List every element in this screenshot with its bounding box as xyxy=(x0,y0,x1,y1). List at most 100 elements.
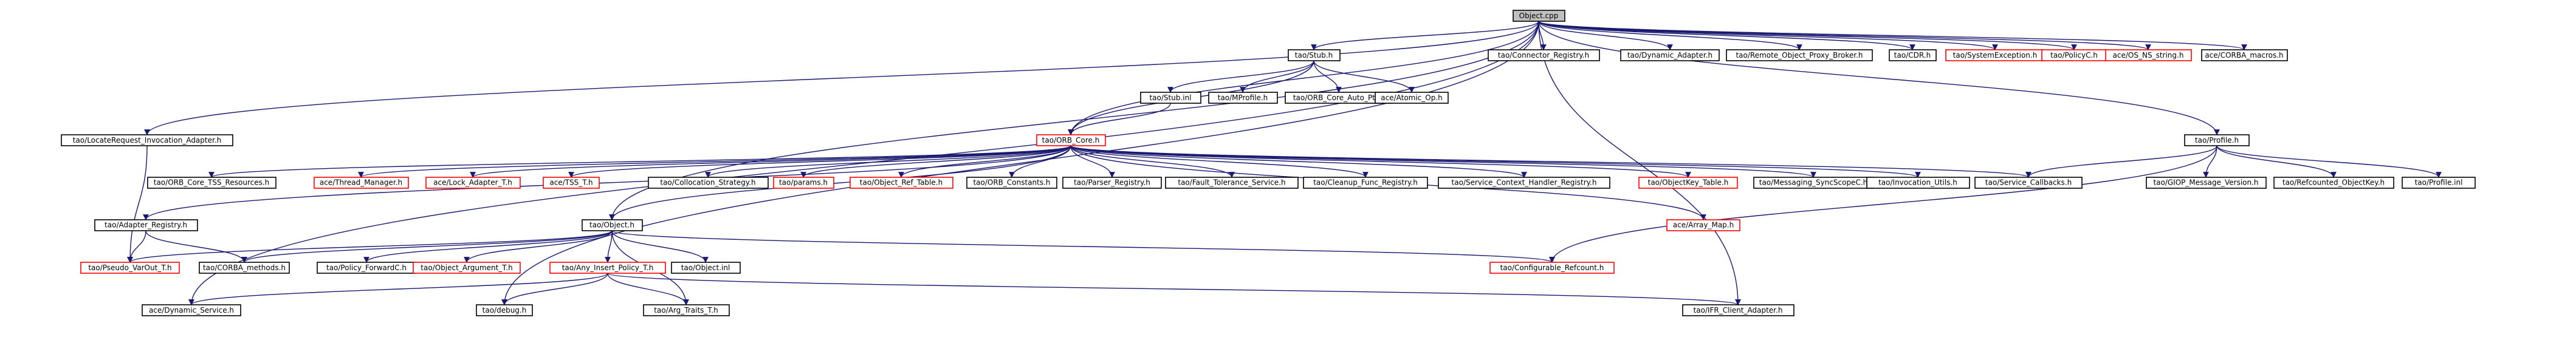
node-atomic-op[interactable]: ace/Atomic_Op.h xyxy=(1375,92,1449,104)
edge-object-cpp-to-corba-macros xyxy=(1538,21,2247,50)
node-box xyxy=(2146,177,2267,189)
node-remote-object-proxy-broker[interactable]: tao/Remote_Object_Proxy_Broker.h xyxy=(1726,49,1873,61)
node-corba-macros[interactable]: ace/CORBA_macros.h xyxy=(2201,49,2288,61)
node-arg-traits[interactable]: tao/Arg_Traits_T.h xyxy=(643,304,730,316)
node-os-ns-string[interactable]: ace/OS_NS_string.h xyxy=(2105,49,2192,61)
node-dynamic-adapter[interactable]: tao/Dynamic_Adapter.h xyxy=(1620,49,1720,61)
node-service-callbacks[interactable]: tao/Service_Callbacks.h xyxy=(1974,177,2083,189)
node-params[interactable]: tao/params.h xyxy=(773,177,834,189)
edge-any-insert-policy-to-arg-traits xyxy=(607,273,689,305)
node-label: tao/debug.h xyxy=(483,306,527,314)
node-tao-object[interactable]: tao/Object.h xyxy=(582,219,643,231)
node-tss-t[interactable]: ace/TSS_T.h xyxy=(543,177,600,189)
node-objectkey-table[interactable]: tao/ObjectKey_Table.h xyxy=(1638,177,1738,189)
node-box xyxy=(966,177,1057,189)
node-label: tao/Parser_Registry.h xyxy=(1074,178,1150,187)
node-label: ace/Thread_Manager.h xyxy=(320,178,402,187)
node-dynamic-service[interactable]: ace/Dynamic_Service.h xyxy=(142,304,241,316)
node-tao-debug[interactable]: tao/debug.h xyxy=(476,304,533,316)
node-collocation-strategy[interactable]: tao/Collocation_Strategy.h xyxy=(648,177,769,189)
edge-profile-to-service-callbacks xyxy=(2025,145,2217,178)
node-profile-inl[interactable]: tao/Profile.inl xyxy=(2402,177,2476,189)
edge-orb-core-to-objectkey-table xyxy=(1070,145,1691,178)
node-box xyxy=(850,177,953,189)
edges-layer xyxy=(127,21,2442,305)
node-orb-core[interactable]: tao/ORB_Core.h xyxy=(1036,134,1106,146)
node-cdr[interactable]: tao/CDR.h xyxy=(1889,49,1937,61)
edge-profile-to-giop-message-version xyxy=(2203,145,2217,178)
node-label: tao/Arg_Traits_T.h xyxy=(654,306,718,314)
edge-object-cpp-to-os-ns-string xyxy=(1538,21,2151,50)
node-ifr-client-adapter[interactable]: tao/IFR_Client_Adapter.h xyxy=(1682,304,1795,316)
node-object-ref-table[interactable]: tao/Object_Ref_Table.h xyxy=(850,177,953,189)
node-pseudo-var-out[interactable]: tao/Pseudo_VarOut_T.h xyxy=(80,262,180,274)
node-label: ace/Array_Map.h xyxy=(1673,221,1734,229)
node-box xyxy=(476,304,533,316)
node-service-context[interactable]: tao/Service_Context_Handler_Registry.h xyxy=(1438,177,1610,189)
node-label: tao/ORB_Core_TSS_Resources.h xyxy=(154,178,270,187)
node-parser-registry[interactable]: tao/Parser_Registry.h xyxy=(1062,177,1162,189)
node-mprofile[interactable]: tao/MProfile.h xyxy=(1208,92,1278,104)
edge-object-cpp-to-policyc xyxy=(1538,21,2077,50)
node-any-insert-policy[interactable]: tao/Any_Insert_Policy_T.h xyxy=(549,262,666,274)
node-policy-forwardc[interactable]: tao/Policy_ForwardC.h xyxy=(317,262,416,274)
node-box xyxy=(2201,49,2288,61)
node-label: tao/ORB_Core_Auto_Ptr.h xyxy=(1293,93,1384,102)
node-connector-registry[interactable]: tao/Connector_Registry.h xyxy=(1488,49,1600,61)
node-array-map[interactable]: ace/Array_Map.h xyxy=(1666,219,1740,231)
node-object-cpp[interactable]: Object.cpp xyxy=(1513,10,1565,22)
node-label: ace/Lock_Adapter_T.h xyxy=(433,178,512,187)
edge-profile-to-profile-inl xyxy=(2216,145,2442,178)
node-label: tao/Profile.h xyxy=(2195,136,2239,144)
node-system-exception[interactable]: tao/SystemException.h xyxy=(1945,49,2045,61)
node-configurable-refcount[interactable]: tao/Configurable_Refcount.h xyxy=(1489,262,1615,274)
node-stub-inl[interactable]: tao/Stub.inl xyxy=(1140,92,1201,104)
edge-orb-core-to-tao-object xyxy=(609,145,1071,220)
node-cleanup-func[interactable]: tao/Cleanup_Func_Registry.h xyxy=(1303,177,1428,189)
node-fault-tolerance[interactable]: tao/Fault_Tolerance_Service.h xyxy=(1165,177,1299,189)
node-lock-adapter[interactable]: ace/Lock_Adapter_T.h xyxy=(425,177,521,189)
node-box xyxy=(648,177,769,189)
node-tao-stub[interactable]: tao/Stub.h xyxy=(1288,49,1341,61)
node-box xyxy=(413,262,521,274)
node-orb-constants[interactable]: tao/ORB_Constants.h xyxy=(966,177,1057,189)
node-box xyxy=(1513,10,1565,22)
node-box xyxy=(643,304,730,316)
edge-object-cpp-to-orb-core xyxy=(1068,21,1539,135)
node-label: tao/Messaging_SyncScopeC.h xyxy=(1759,178,1868,187)
node-label: tao/Object_Ref_Table.h xyxy=(860,178,943,187)
node-thread-manager[interactable]: ace/Thread_Manager.h xyxy=(314,177,409,189)
edge-object-cpp-to-tao-debug xyxy=(501,21,1539,305)
edge-tao-stub-to-atomic-op xyxy=(1313,60,1415,93)
node-invocation-utils[interactable]: tao/Invocation_Utils.h xyxy=(1866,177,1970,189)
node-label: tao/SystemException.h xyxy=(1953,51,2038,59)
edge-object-cpp-to-cdr xyxy=(1538,21,1915,50)
node-locate-request-adapter[interactable]: tao/LocateRequest_Invocation_Adapter.h xyxy=(61,134,233,146)
edge-orb-core-to-parser-registry xyxy=(1070,145,1115,178)
edge-orb-core-to-adapter-registry xyxy=(143,145,1071,220)
edge-profile-to-refcounted-objectkey xyxy=(2216,145,2337,178)
edge-tao-stub-to-mprofile xyxy=(1240,60,1314,93)
node-giop-message-version[interactable]: tao/GIOP_Message_Version.h xyxy=(2146,177,2267,189)
node-box xyxy=(2273,177,2394,189)
node-orb-core-tss[interactable]: tao/ORB_Core_TSS_Resources.h xyxy=(147,177,276,189)
node-label: tao/Stub.inl xyxy=(1149,93,1191,102)
node-corba-methods[interactable]: tao/CORBA_methods.h xyxy=(199,262,290,274)
edge-tao-object-to-policy-forwardc xyxy=(363,230,613,263)
node-adapter-registry[interactable]: tao/Adapter_Registry.h xyxy=(94,219,198,231)
edge-object-cpp-to-locate-request-adapter xyxy=(144,21,1539,135)
node-label: tao/PolicyC.h xyxy=(2050,51,2098,59)
node-label: tao/Object.inl xyxy=(681,264,730,272)
edge-locate-request-adapter-to-pseudo-var-out xyxy=(127,145,148,263)
node-object-inl[interactable]: tao/Object.inl xyxy=(671,262,741,274)
node-label: ace/CORBA_macros.h xyxy=(2205,51,2283,59)
node-profile[interactable]: tao/Profile.h xyxy=(2184,134,2250,146)
edge-orb-core-to-lock-adapter xyxy=(470,145,1071,178)
node-object-argument[interactable]: tao/Object_Argument_T.h xyxy=(413,262,521,274)
node-label: tao/GIOP_Message_Version.h xyxy=(2153,178,2258,187)
node-orb-core-auto-ptr[interactable]: tao/ORB_Core_Auto_Ptr.h xyxy=(1285,92,1393,104)
node-messaging-syncscope[interactable]: tao/Messaging_SyncScopeC.h xyxy=(1753,177,1874,189)
node-refcounted-objectkey[interactable]: tao/Refcounted_ObjectKey.h xyxy=(2273,177,2394,189)
node-policyc[interactable]: tao/PolicyC.h xyxy=(2041,49,2107,61)
nodes-layer: Object.cpp tao/Stub.h tao/Connector_Regist… xyxy=(61,10,2476,316)
